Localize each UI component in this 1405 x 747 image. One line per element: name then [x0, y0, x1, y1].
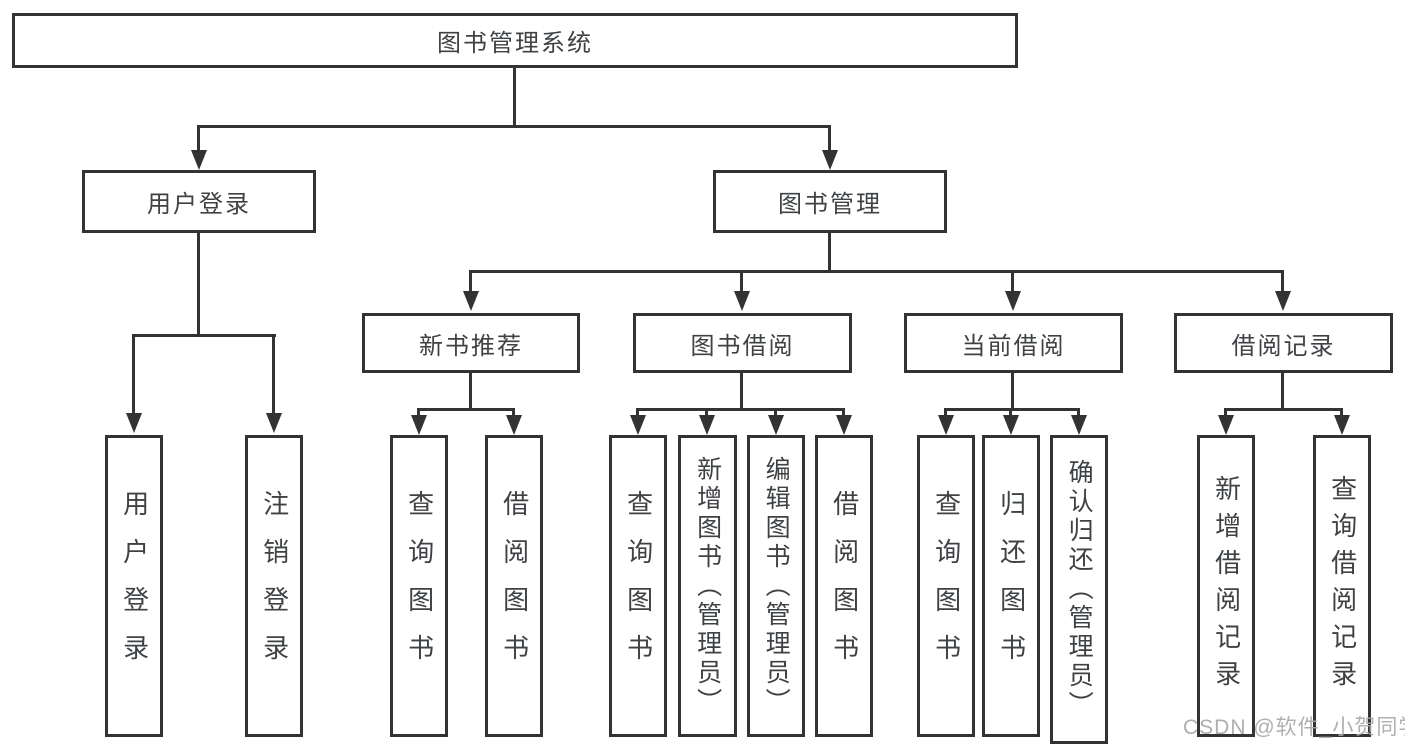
- connector-line: [842, 408, 845, 418]
- node-library-management-system: 图书管理系统: [12, 13, 1018, 68]
- node-leaf-logout: 注销登录: [245, 435, 303, 737]
- connector-line: [417, 408, 420, 418]
- node-label: 图书管理系统: [437, 30, 593, 57]
- connector-arrow: [1005, 291, 1021, 311]
- connector-line: [1009, 408, 1012, 418]
- node-borrowing-records: 借阅记录: [1174, 313, 1393, 373]
- connector-line: [1281, 373, 1284, 411]
- connector-arrow: [836, 415, 852, 435]
- connector-line: [1224, 408, 1227, 418]
- node-leaf-search-books-borrow: 查询图书: [609, 435, 667, 737]
- connector-line: [272, 334, 275, 415]
- connector-arrow: [463, 291, 479, 311]
- connector-line: [1011, 373, 1014, 411]
- node-label: 图书借阅: [690, 332, 795, 360]
- connector-line: [132, 334, 276, 337]
- connector-line: [512, 408, 515, 418]
- node-book-management: 图书管理: [713, 170, 947, 233]
- csdn-watermark: CSDN @软件_小贺同学: [1183, 716, 1405, 739]
- connector-line: [197, 233, 200, 336]
- connector-arrow: [1334, 415, 1350, 435]
- node-label: 编辑图书（管理员）: [762, 455, 791, 717]
- connector-arrow: [191, 150, 207, 170]
- node-label: 图书管理: [778, 191, 882, 218]
- node-leaf-edit-books-admin: 编辑图书（管理员）: [747, 435, 805, 737]
- connector-line: [774, 408, 777, 418]
- node-label: 确认归还（管理员）: [1065, 459, 1094, 720]
- node-leaf-borrow-books-recommend: 借阅图书: [485, 435, 543, 737]
- connector-line: [944, 408, 1080, 411]
- node-new-book-recommend: 新书推荐: [362, 313, 580, 373]
- node-label: 新增图书（管理员）: [693, 455, 722, 717]
- connector-line: [636, 408, 845, 411]
- node-label: 查询图书: [931, 490, 962, 682]
- connector-line: [1340, 408, 1343, 418]
- connector-line: [469, 270, 1284, 273]
- node-label: 注销登录: [259, 490, 290, 682]
- connector-line: [828, 125, 831, 152]
- connector-line: [944, 408, 947, 418]
- node-leaf-add-books-admin: 新增图书（管理员）: [678, 435, 737, 737]
- node-label: 查询图书: [623, 490, 654, 682]
- node-label: 借阅记录: [1231, 332, 1336, 360]
- node-label: 借阅图书: [499, 490, 530, 682]
- node-label: 用户登录: [119, 490, 150, 682]
- connector-arrow: [411, 415, 427, 435]
- connector-line: [417, 408, 515, 411]
- connector-arrow: [126, 413, 142, 433]
- node-leaf-return-books: 归还图书: [982, 435, 1040, 737]
- node-leaf-search-books-recommend: 查询图书: [390, 435, 448, 737]
- connector-line: [1281, 270, 1284, 293]
- connector-arrow: [506, 415, 522, 435]
- node-label: 借阅图书: [829, 490, 860, 682]
- node-label: 当前借阅: [961, 332, 1066, 360]
- node-label: 归还图书: [996, 490, 1027, 682]
- node-label: 查询图书: [404, 490, 435, 682]
- connector-line: [828, 233, 831, 272]
- node-label: 新增借阅记录: [1211, 475, 1242, 697]
- connector-line: [740, 270, 743, 293]
- connector-line: [197, 125, 831, 128]
- connector-arrow: [938, 415, 954, 435]
- node-leaf-search-books-current: 查询图书: [917, 435, 975, 737]
- connector-line: [1011, 270, 1014, 293]
- connector-arrow: [1003, 415, 1019, 435]
- node-user-login: 用户登录: [82, 170, 316, 233]
- connector-line: [1077, 408, 1080, 418]
- connector-line: [469, 270, 472, 293]
- connector-arrow: [1275, 291, 1291, 311]
- connector-line: [1224, 408, 1343, 411]
- connector-arrow: [266, 413, 282, 433]
- connector-line: [197, 125, 200, 152]
- connector-arrow: [822, 150, 838, 170]
- node-label: 查询借阅记录: [1327, 475, 1358, 697]
- connector-line: [132, 334, 135, 415]
- node-label: 用户登录: [147, 191, 251, 218]
- connector-arrow: [768, 415, 784, 435]
- connector-line: [636, 408, 639, 418]
- connector-line: [740, 373, 743, 411]
- connector-line: [513, 68, 516, 127]
- connector-line: [705, 408, 708, 418]
- node-leaf-user-login: 用户登录: [105, 435, 163, 737]
- node-leaf-add-borrow-record: 新增借阅记录: [1197, 435, 1255, 737]
- connector-line: [469, 373, 472, 411]
- node-current-borrowing: 当前借阅: [904, 313, 1123, 373]
- node-leaf-search-borrow-record: 查询借阅记录: [1313, 435, 1371, 737]
- connector-arrow: [699, 415, 715, 435]
- connector-arrow: [1071, 415, 1087, 435]
- connector-arrow: [1218, 415, 1234, 435]
- node-book-borrowing: 图书借阅: [633, 313, 852, 373]
- connector-arrow: [734, 291, 750, 311]
- node-leaf-borrow-books: 借阅图书: [815, 435, 873, 737]
- node-leaf-confirm-return-admin: 确认归还（管理员）: [1050, 435, 1108, 744]
- connector-arrow: [630, 415, 646, 435]
- node-label: 新书推荐: [419, 332, 523, 360]
